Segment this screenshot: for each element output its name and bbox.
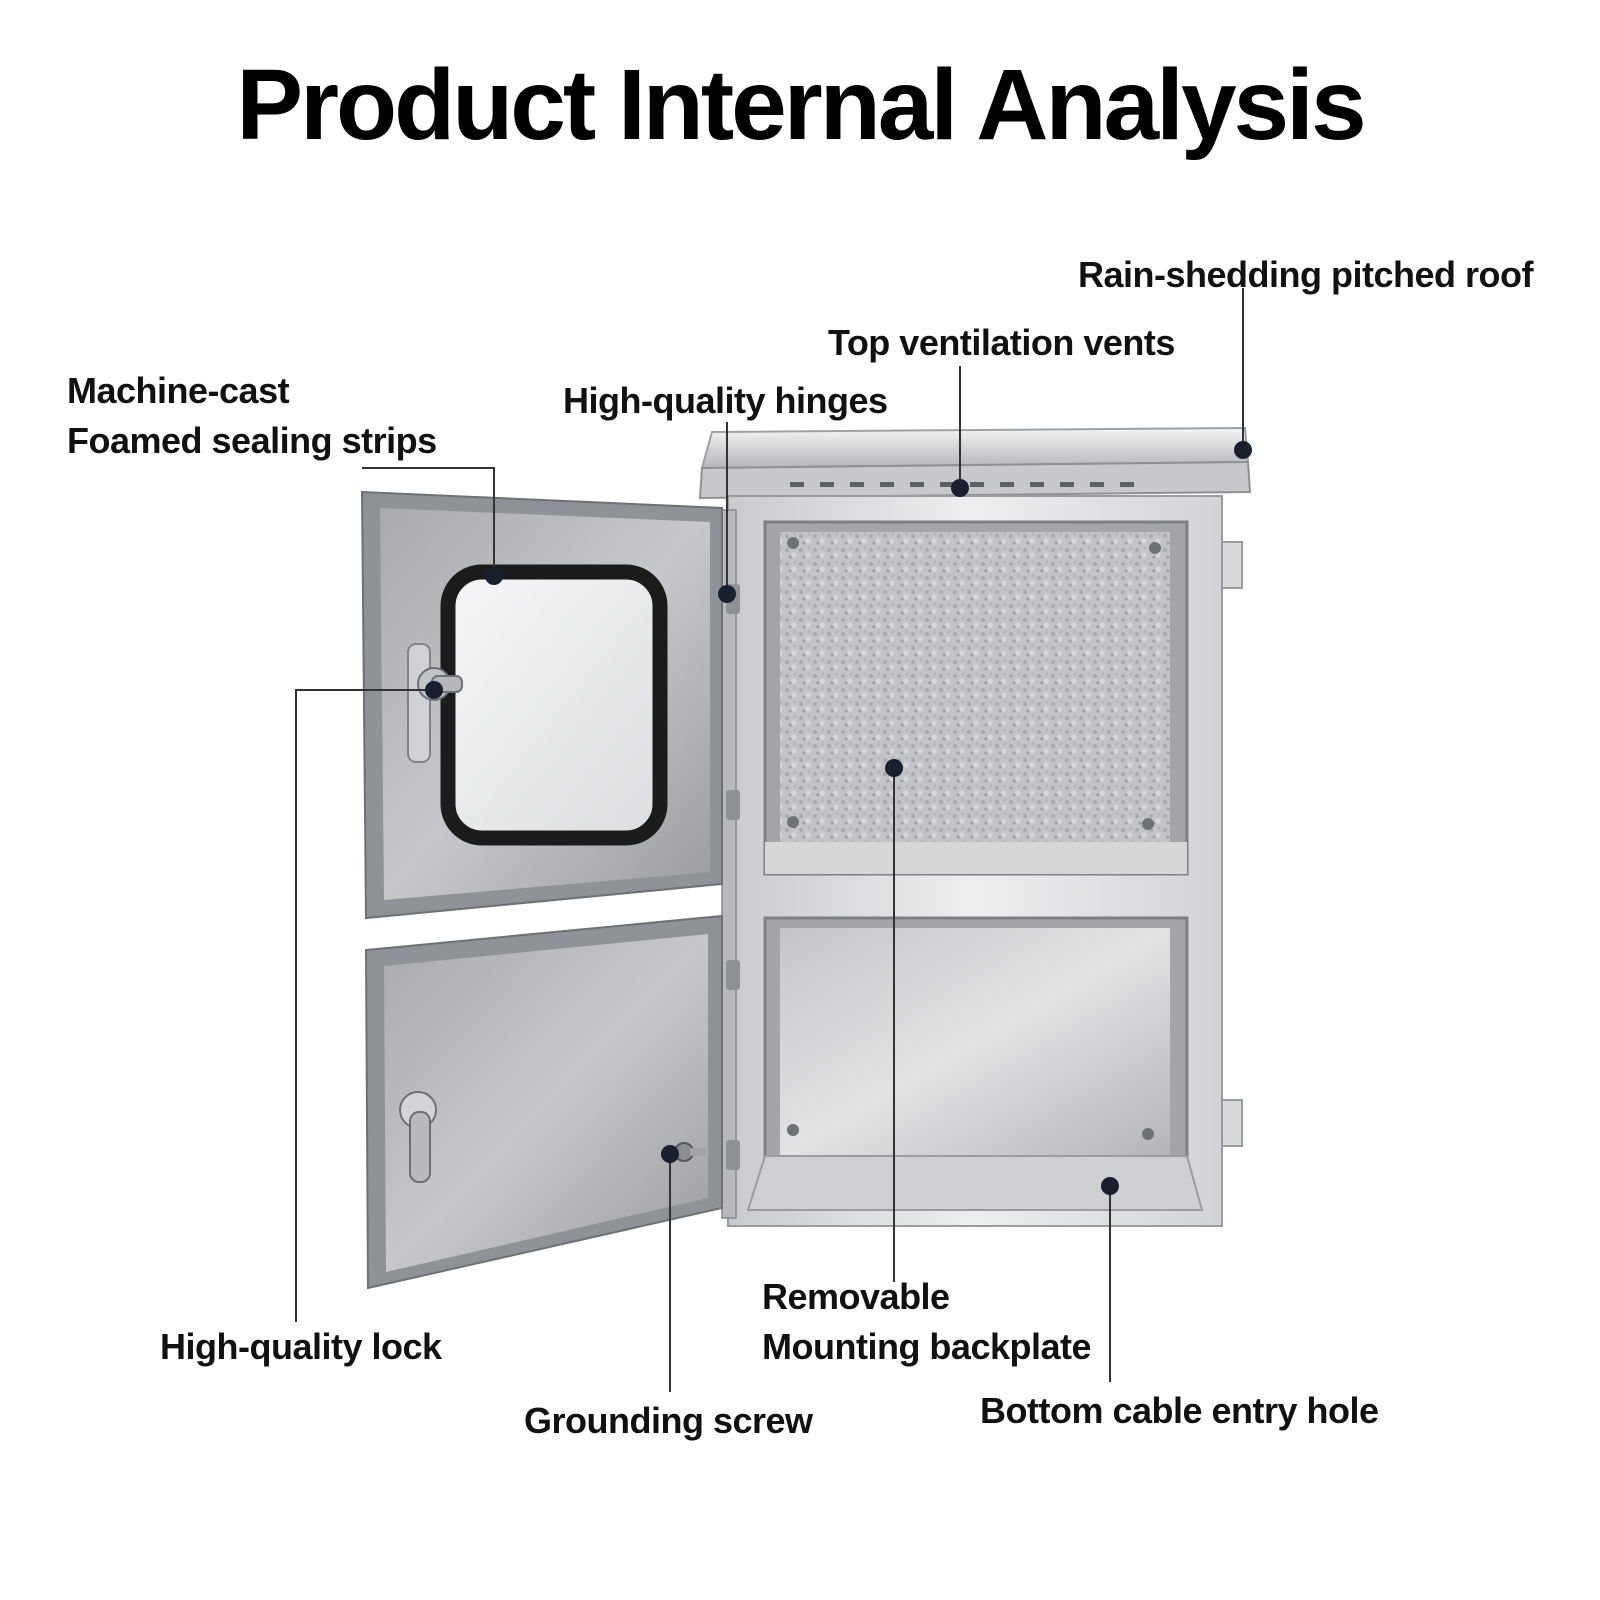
marker-vents	[951, 479, 969, 497]
leader-lines	[295, 288, 1244, 1392]
label-cable: Bottom cable entry hole	[980, 1390, 1379, 1431]
label-lock: High-quality lock	[160, 1326, 442, 1367]
label-roof: Rain-shedding pitched roof	[1078, 254, 1533, 295]
ventilation-slots	[790, 482, 1134, 487]
label-backplate-line1: Removable	[762, 1276, 950, 1317]
marker-roof	[1234, 441, 1252, 459]
pitched-roof	[698, 426, 1252, 500]
marker-hinges	[718, 585, 736, 603]
label-backplate-line2: Mounting backplate	[762, 1326, 1092, 1367]
leader-seal	[362, 467, 495, 572]
upper-door	[360, 490, 723, 920]
marker-backplate	[885, 759, 903, 777]
label-backplate: Removable Mounting backplate	[762, 1272, 1092, 1372]
lower-lock	[399, 1091, 437, 1183]
removable-backplate	[780, 532, 1170, 842]
lower-door	[364, 914, 723, 1290]
page-title: Product Internal Analysis	[236, 49, 1366, 161]
label-seal-line2: Foamed sealing strips	[67, 420, 437, 461]
label-grounding: Grounding screw	[524, 1400, 813, 1441]
cabinet-body	[727, 495, 1243, 1227]
callout-markers	[425, 441, 1252, 1195]
label-seal-line1: Machine-cast	[67, 370, 290, 411]
label-seal: Machine-cast Foamed sealing strips	[67, 366, 437, 466]
leader-lock	[295, 689, 434, 1322]
sealing-strip	[440, 564, 668, 846]
marker-grounding	[661, 1145, 679, 1163]
label-hinges: High-quality hinges	[563, 380, 888, 421]
marker-lock	[425, 681, 443, 699]
marker-seal	[485, 567, 503, 585]
label-vents: Top ventilation vents	[828, 322, 1175, 363]
marker-cable	[1101, 1177, 1119, 1195]
